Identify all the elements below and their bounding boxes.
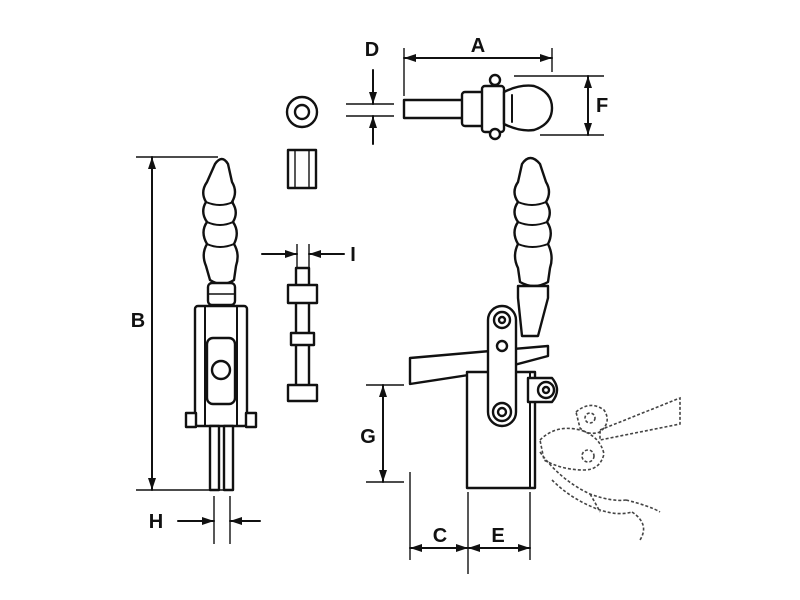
bushing-detail (285, 95, 319, 190)
dimension-a: A (403, 35, 553, 96)
label-i: I (350, 244, 356, 266)
open-position-ghost (539, 396, 681, 541)
dimension-i: I (261, 244, 356, 268)
dimension-g: G (360, 384, 404, 483)
label-d: D (365, 39, 379, 61)
label-f: F (596, 95, 608, 117)
label-g: G (360, 426, 376, 448)
label-e: E (491, 525, 504, 547)
dimension-b: B (131, 156, 226, 491)
label-a: A (471, 35, 485, 57)
dimension-c-e: C E (409, 472, 531, 574)
dimension-f: F (514, 75, 608, 136)
dimension-d: D (346, 39, 394, 145)
label-b: B (131, 310, 145, 332)
side-view (408, 156, 559, 490)
spindle-detail (286, 266, 319, 403)
label-c: C (433, 525, 447, 547)
front-view (184, 157, 258, 492)
label-h: H (149, 511, 163, 533)
dimension-h: H (149, 496, 261, 544)
top-view (402, 73, 554, 141)
